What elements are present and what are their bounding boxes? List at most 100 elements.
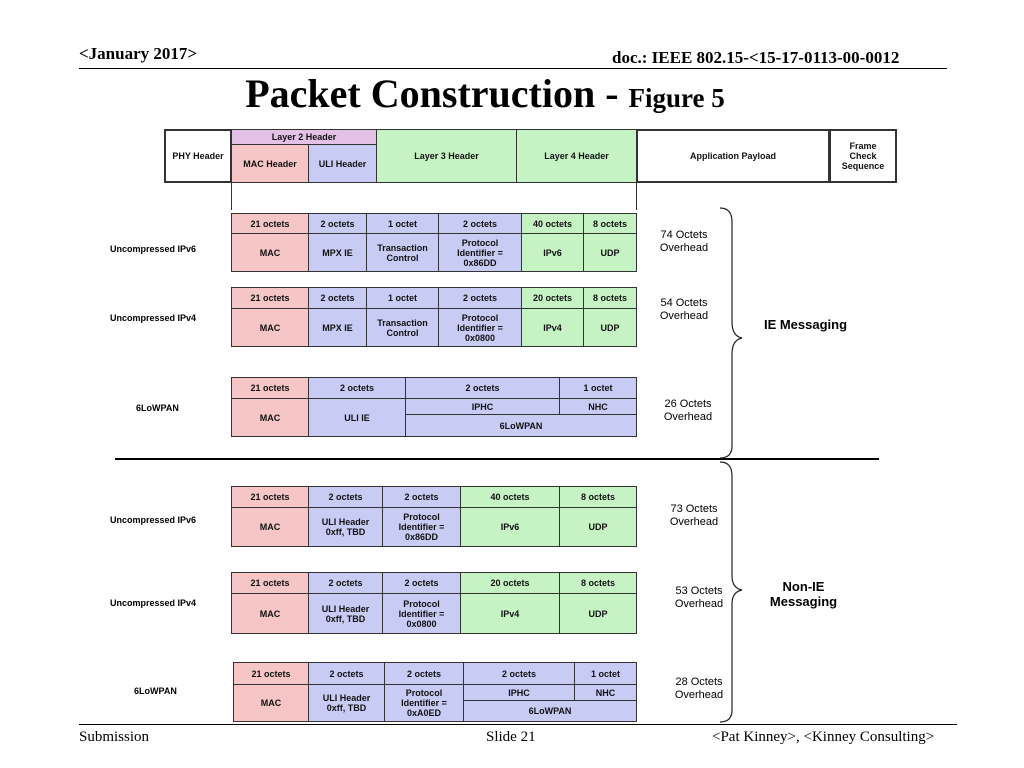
nonie-6lowpan-octets-uli: 2 octets <box>308 662 385 685</box>
nonie-6lowpan-field-iphc: IPHC <box>463 684 575 701</box>
nonie-ipv4-octets-ipv4: 20 octets <box>460 572 560 594</box>
braces-graphic <box>719 207 743 723</box>
frame-check-sequence-cell: Frame Check Sequence <box>829 129 897 183</box>
slide-title: Packet Construction - Figure 5 <box>0 70 970 117</box>
ie-ipv4-octets-mpx: 2 octets <box>308 287 367 309</box>
ie-ipv6-octets-ipv6: 40 octets <box>521 213 584 234</box>
nonie-ipv4-octets-udp: 8 octets <box>559 572 637 594</box>
title-sub: Figure 5 <box>628 83 725 113</box>
title-main: Packet Construction - <box>245 71 629 116</box>
ie-ipv6-octets-protocol: 2 octets <box>438 213 522 234</box>
layer3-header-cell: Layer 3 Header <box>376 129 517 183</box>
ie-ipv4-field-udp: UDP <box>583 308 637 347</box>
nonie-ipv6-field-protocol-identifier: Protocol Identifier = 0x86DD <box>382 507 461 547</box>
ie-6lowpan-octets-nhc: 1 octet <box>559 377 637 399</box>
ie-ipv6-overhead: 74 Octets Overhead <box>659 229 709 254</box>
section-divider <box>115 458 879 460</box>
nonie-brace <box>719 461 743 723</box>
nonie-ipv4-octets-uli: 2 octets <box>308 572 383 594</box>
ie-ipv6-octets-transaction: 1 octet <box>366 213 439 234</box>
ie-ipv4-octets-udp: 8 octets <box>583 287 637 309</box>
ie-6lowpan-octets-uli: 2 octets <box>308 377 406 399</box>
nonie-ipv6-octets-ipv6: 40 octets <box>460 486 560 508</box>
ie-ipv4-octets-ipv4: 20 octets <box>521 287 584 309</box>
nonie-6lowpan-field-uli-header: ULI Header 0xff, TBD <box>308 684 385 722</box>
ie-ipv6-field-mac: MAC <box>231 233 309 272</box>
nonie-ipv6-overhead: 73 Octets Overhead <box>669 503 719 528</box>
nonie-6lowpan-field-6lowpan: 6LoWPAN <box>463 700 637 722</box>
ie-ipv4-octets-protocol: 2 octets <box>438 287 522 309</box>
nonie-ipv4-field-udp: UDP <box>559 593 637 634</box>
footer-author: <Pat Kinney>, <Kinney Consulting> <box>712 729 935 745</box>
nonie-ipv4-overhead: 53 Octets Overhead <box>674 585 724 610</box>
ie-6lowpan-row-label: 6LoWPAN <box>136 403 179 413</box>
nonie-6lowpan-octets-iphc: 2 octets <box>463 662 575 685</box>
nonie-ipv4-field-ipv4: IPv4 <box>460 593 560 634</box>
footer-rule <box>79 724 957 725</box>
nonie-6lowpan-overhead: 28 Octets Overhead <box>674 676 724 701</box>
nonie-ipv6-octets-mac: 21 octets <box>231 486 309 508</box>
nonie-6lowpan-row-label: 6LoWPAN <box>134 686 177 696</box>
nonie-6lowpan-field-nhc: NHC <box>574 684 637 701</box>
header-rule <box>79 68 947 69</box>
nonie-ipv4-field-protocol-identifier: Protocol Identifier = 0x0800 <box>382 593 461 634</box>
nonie-6lowpan-octets-protocol: 2 octets <box>384 662 464 685</box>
connector-line-left <box>231 183 232 210</box>
ie-ipv4-field-mac: MAC <box>231 308 309 347</box>
footer-submission: Submission <box>79 729 150 745</box>
ie-ipv6-octets-mpx: 2 octets <box>308 213 367 234</box>
layer2-header-cell: Layer 2 Header <box>231 129 377 145</box>
nonie-ipv6-octets-uli: 2 octets <box>308 486 383 508</box>
ie-6lowpan-overhead: 26 Octets Overhead <box>663 398 713 423</box>
ie-ipv6-row-label: Uncompressed IPv6 <box>110 244 197 254</box>
nonie-ipv6-row-label: Uncompressed IPv6 <box>110 515 197 525</box>
phy-header-cell: PHY Header <box>164 129 232 183</box>
ie-ipv4-field-protocol-identifier: Protocol Identifier = 0x0800 <box>438 308 522 347</box>
ie-6lowpan-field-6lowpan: 6LoWPAN <box>405 414 637 437</box>
application-payload-cell: Application Payload <box>636 129 830 183</box>
ie-ipv6-field-ipv6: IPv6 <box>521 233 584 272</box>
ie-messaging-label: IE Messaging <box>763 317 848 332</box>
ie-6lowpan-field-nhc: NHC <box>559 398 637 415</box>
connector-line-right <box>636 183 637 210</box>
uli-header-cell: ULI Header <box>308 144 377 183</box>
ie-ipv6-field-mpx-ie: MPX IE <box>308 233 367 272</box>
ie-ipv4-overhead: 54 Octets Overhead <box>659 297 709 322</box>
ie-ipv4-field-transaction-control: Transaction Control <box>366 308 439 347</box>
ie-ipv6-octets-udp: 8 octets <box>583 213 637 234</box>
nonie-ipv4-field-mac: MAC <box>231 593 309 634</box>
ie-ipv6-octets-mac: 21 octets <box>231 213 309 234</box>
mac-header-cell: MAC Header <box>231 144 309 183</box>
nonie-ipv6-octets-udp: 8 octets <box>559 486 637 508</box>
nonie-ipv4-octets-mac: 21 octets <box>231 572 309 594</box>
ie-ipv4-octets-mac: 21 octets <box>231 287 309 309</box>
footer-slide-number: Slide 21 <box>486 729 536 745</box>
nonie-6lowpan-octets-mac: 21 octets <box>233 662 309 685</box>
nonie-ipv6-field-udp: UDP <box>559 507 637 547</box>
nonie-messaging-label: Non-IE Messaging <box>769 579 838 609</box>
layer4-header-cell: Layer 4 Header <box>516 129 637 183</box>
ie-6lowpan-octets-iphc: 2 octets <box>405 377 560 399</box>
ie-ipv4-octets-transaction: 1 octet <box>366 287 439 309</box>
header-date: <January 2017> <box>79 44 198 63</box>
ie-ipv6-field-protocol-identifier: Protocol Identifier = 0x86DD <box>438 233 522 272</box>
nonie-ipv4-field-uli-header: ULI Header 0xff, TBD <box>308 593 383 634</box>
nonie-6lowpan-field-protocol-identifier: Protocol Identifier = 0xA0ED <box>384 684 464 722</box>
ie-ipv4-field-ipv4: IPv4 <box>521 308 584 347</box>
ie-6lowpan-field-iphc: IPHC <box>405 398 560 415</box>
nonie-6lowpan-octets-nhc: 1 octet <box>574 662 637 685</box>
nonie-ipv6-field-mac: MAC <box>231 507 309 547</box>
ie-ipv6-field-udp: UDP <box>583 233 637 272</box>
ie-6lowpan-octets-mac: 21 octets <box>231 377 309 399</box>
nonie-ipv6-octets-protocol: 2 octets <box>382 486 461 508</box>
nonie-6lowpan-field-mac: MAC <box>233 684 309 722</box>
ie-6lowpan-field-mac: MAC <box>231 398 309 437</box>
ie-ipv4-field-mpx-ie: MPX IE <box>308 308 367 347</box>
header-doc-id: doc.: IEEE 802.15-<15-17-0113-00-0012 <box>612 48 900 67</box>
nonie-ipv4-row-label: Uncompressed IPv4 <box>110 598 197 608</box>
ie-ipv6-field-transaction-control: Transaction Control <box>366 233 439 272</box>
ie-ipv4-row-label: Uncompressed IPv4 <box>110 313 197 323</box>
nonie-ipv6-field-ipv6: IPv6 <box>460 507 560 547</box>
nonie-ipv6-field-uli-header: ULI Header 0xff, TBD <box>308 507 383 547</box>
nonie-ipv4-octets-protocol: 2 octets <box>382 572 461 594</box>
